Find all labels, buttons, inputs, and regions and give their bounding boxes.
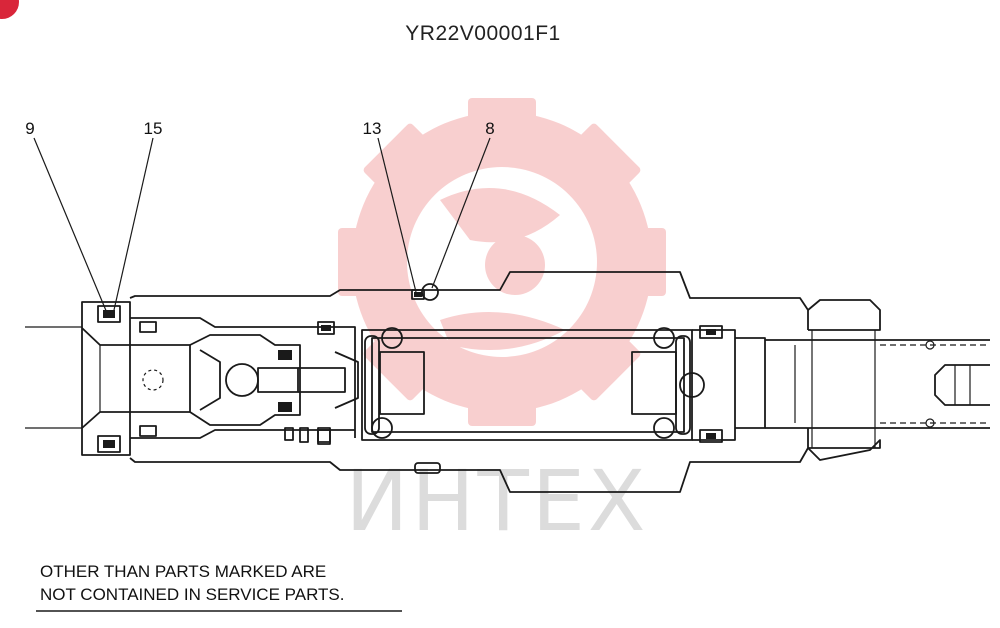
callout-label-13: 13 — [363, 119, 382, 138]
watermark-text: ИНТЕХ — [346, 452, 649, 550]
callout-label-9: 9 — [25, 119, 34, 138]
drawing-code: YR22V00001F1 — [405, 22, 560, 45]
callout-label-15: 15 — [144, 119, 163, 138]
leader-8 — [431, 137, 491, 289]
callout-leaders — [33, 137, 491, 314]
note-line-2: NOT CONTAINED IN SERVICE PARTS. — [40, 585, 344, 604]
leader-9 — [33, 137, 108, 314]
leader-13 — [377, 137, 417, 293]
callout-label-8: 8 — [485, 119, 494, 138]
valve-body — [25, 271, 990, 493]
corner-badge-icon — [0, 0, 19, 19]
note-line-1: OTHER THAN PARTS MARKED ARE — [40, 562, 326, 581]
leader-15 — [113, 137, 154, 311]
watermark-gear-icon — [338, 98, 666, 426]
